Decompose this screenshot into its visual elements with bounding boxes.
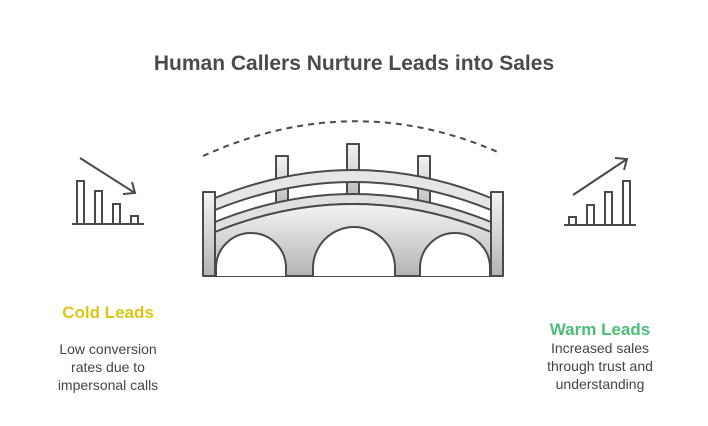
decreasing-bar-chart-icon	[72, 157, 144, 225]
cold-desc-line: rates due to	[71, 359, 145, 375]
increasing-bar-chart-icon	[564, 157, 636, 226]
cold-leads-title: Cold Leads	[62, 303, 154, 322]
bridge-icon	[202, 143, 504, 277]
warm-leads-title: Warm Leads	[549, 320, 651, 339]
warm-leads-description: Increased sales through trust and unders…	[520, 339, 680, 393]
cold-desc-line: Low conversion	[59, 341, 157, 357]
dashed-arc	[202, 120, 501, 157]
page-title: Human Callers Nurture Leads into Sales	[153, 52, 555, 75]
warm-desc-line: through trust and	[547, 358, 653, 374]
cold-desc-line: impersonal calls	[57, 377, 159, 393]
cold-leads-description: Low conversion rates due to impersonal c…	[28, 340, 188, 394]
warm-desc-line: Increased sales	[550, 340, 650, 356]
warm-desc-line: understanding	[555, 376, 645, 392]
